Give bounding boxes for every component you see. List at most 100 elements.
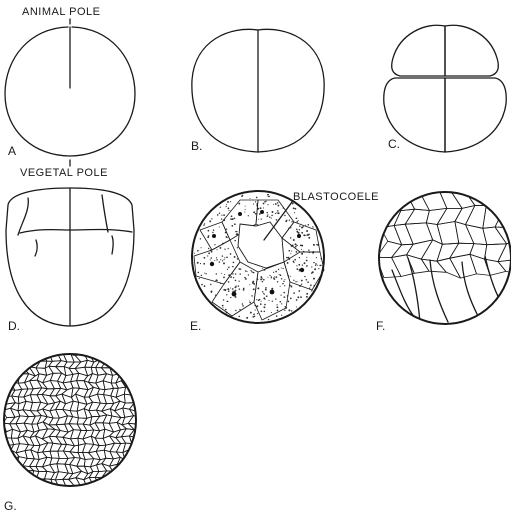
yolk-dot: [295, 246, 297, 248]
yolk-dot: [267, 214, 268, 215]
cell: [5, 479, 15, 485]
cell: [394, 224, 413, 245]
yolk-dot: [265, 289, 267, 291]
yolk-dot: [316, 257, 317, 258]
yolk-dot: [301, 284, 302, 285]
blastomere-left: [192, 29, 258, 152]
yolk-dot: [286, 257, 288, 259]
yolk-dot: [235, 273, 236, 274]
yolk-dot: [272, 301, 273, 302]
yolk-dot: [315, 265, 316, 266]
yolk-dot: [249, 300, 250, 301]
yolk-dot: [296, 217, 298, 219]
yolk-dot: [293, 207, 295, 209]
yolk-dot: [233, 262, 235, 264]
cell: [485, 244, 507, 262]
yolk-dot: [197, 250, 199, 252]
yolk-dot: [313, 244, 315, 246]
yolk-dot: [238, 281, 239, 282]
cell: [128, 416, 140, 424]
yolk-dot: [320, 265, 321, 266]
panel-a: ANIMAL POLE VEGETAL POLE A: [5, 6, 135, 179]
yolk-dot: [219, 261, 221, 263]
yolk-dot: [235, 286, 237, 288]
yolk-dot: [233, 277, 234, 278]
yolk-dot: [222, 305, 224, 307]
cell: [130, 479, 139, 487]
yolk-dot: [227, 269, 228, 270]
cell: [9, 360, 21, 369]
yolk-dot: [291, 286, 293, 288]
yolk-dot: [226, 228, 227, 229]
lower-right-cell: [445, 78, 506, 152]
panel-b-letter: B.: [191, 139, 202, 153]
yolk-dot: [266, 295, 268, 297]
panel-f: F.: [376, 189, 511, 334]
yolk-dot: [255, 213, 257, 215]
yolk-dot: [313, 278, 315, 280]
yolk-dot: [251, 295, 253, 297]
cell: [10, 478, 19, 486]
yolk-dot: [201, 275, 202, 276]
cell: [11, 353, 21, 363]
yolk-dot: [260, 276, 262, 278]
yolk-dot: [263, 306, 265, 308]
yolk-dot: [204, 285, 206, 287]
cell: [17, 478, 27, 487]
yolk-dot: [294, 212, 295, 213]
yolk-dot: [299, 257, 300, 258]
yolk-dot: [301, 245, 303, 247]
yolk-dot: [281, 278, 282, 279]
yolk-dot: [286, 220, 288, 222]
cell: [382, 194, 401, 210]
yolk-dot: [298, 264, 300, 266]
yolk-dot: [220, 259, 221, 260]
yolk-dot: [254, 316, 255, 317]
cell: [30, 353, 41, 363]
yolk-dot: [228, 248, 229, 249]
yolk-dot: [226, 256, 228, 258]
yolk-dot: [244, 211, 245, 212]
yolk-dot: [258, 219, 259, 220]
yolk-dot: [301, 232, 303, 234]
yolk-dot: [237, 247, 238, 248]
yolk-dot: [230, 297, 231, 298]
yolk-dot: [291, 221, 292, 222]
cell: [10, 424, 21, 432]
yolk-dot: [306, 257, 307, 258]
cell: [405, 209, 429, 224]
yolk-dot: [235, 310, 236, 311]
yolk-dot: [312, 226, 313, 227]
cell: [17, 471, 26, 481]
yolk-dot: [306, 230, 308, 232]
yolk-dot: [226, 204, 227, 205]
panel-f-letter: F.: [376, 319, 385, 333]
yolk-dot: [224, 249, 225, 250]
yolk-dot: [290, 237, 292, 239]
panel-e-letter: E.: [190, 319, 201, 333]
yolk-dot: [313, 227, 314, 228]
yolk-dot: [253, 288, 255, 290]
panel-c: C.: [384, 25, 506, 152]
yolk-dot: [293, 280, 294, 281]
yolk-dot: [305, 235, 306, 236]
yolk-dot: [271, 277, 272, 278]
yolk-dot: [209, 220, 211, 222]
yolk-dot: [280, 286, 281, 287]
cell: [102, 403, 114, 411]
yolk-dot: [301, 253, 303, 255]
yolk-dot: [249, 284, 250, 285]
yolk-dot: [216, 257, 217, 258]
yolk-dot: [249, 198, 250, 199]
cell: [18, 354, 26, 363]
latitudinal-furrow: [20, 230, 132, 234]
yolk-dot: [262, 268, 263, 269]
cell: [49, 366, 62, 373]
yolk-dot: [299, 271, 300, 272]
yolk-dot: [253, 314, 255, 316]
yolk-dot: [219, 212, 220, 213]
yolk-dot: [217, 249, 218, 250]
yolk-dot: [295, 281, 296, 282]
yolk-dot: [211, 251, 213, 253]
yolk-dot: [280, 294, 281, 295]
